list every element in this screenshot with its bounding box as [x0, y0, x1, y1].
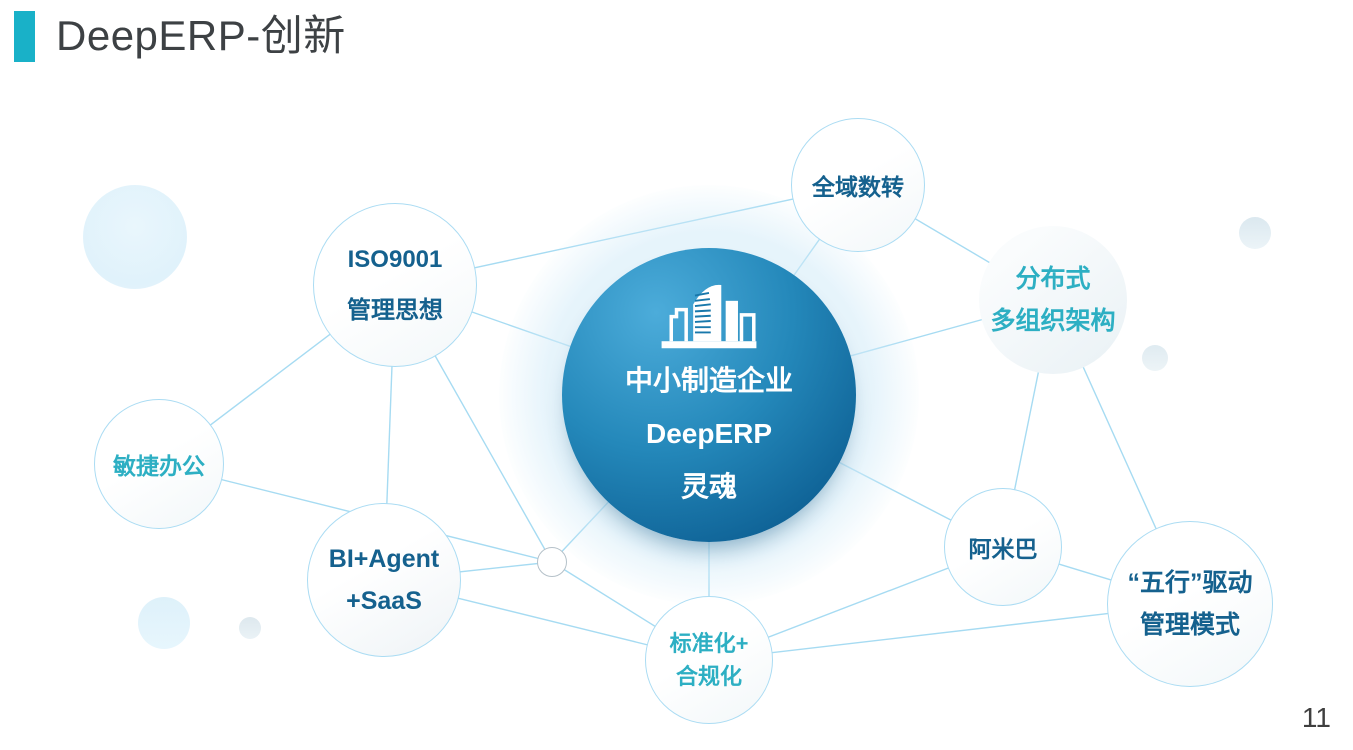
node-label: 多组织架构	[990, 307, 1116, 335]
page-title: DeepERP-创新	[56, 12, 346, 59]
center-label-line1: 中小制造企业	[624, 364, 793, 396]
decorative-circle	[1239, 217, 1271, 249]
center-label-line2: DeepERP	[645, 417, 773, 449]
node-label: 合规化	[675, 664, 742, 689]
center-label-line3: 灵魂	[680, 470, 737, 502]
node-label: “五行”驱动	[1127, 569, 1253, 597]
node-amiba: 阿米巴	[944, 488, 1062, 606]
node-center-deeperp: 中小制造企业 DeepERP 灵魂	[562, 248, 856, 542]
node-label: +SaaS	[346, 587, 422, 615]
node-label: 阿米巴	[968, 536, 1038, 562]
node-label: 全域数转	[812, 174, 904, 200]
node-biaozhunhua: 标准化+ 合规化	[645, 596, 773, 724]
node-quanyu-shuzhuan: 全域数转	[791, 118, 925, 252]
decorative-circle	[83, 185, 187, 289]
node-label: ISO9001	[347, 246, 443, 273]
title-accent-bar	[14, 11, 35, 62]
node-bi-agent-saas: BI+Agent +SaaS	[307, 503, 461, 657]
page-number: 11	[1301, 702, 1331, 733]
node-fenbushi: 分布式 多组织架构	[979, 226, 1127, 374]
node-label: 标准化+	[669, 631, 749, 656]
node-minjie-bangong: 敏捷办公	[94, 399, 224, 529]
node-label: 管理模式	[1139, 611, 1240, 639]
node-wuxing: “五行”驱动 管理模式	[1107, 521, 1273, 687]
node-label: 分布式	[1015, 265, 1091, 293]
decorative-circle	[1142, 345, 1168, 371]
buildings-icon	[661, 284, 757, 348]
node-label: 管理思想	[347, 297, 443, 324]
node-label: BI+Agent	[328, 545, 440, 573]
decorative-circle	[138, 597, 190, 649]
node-label: 敏捷办公	[113, 453, 205, 479]
node-iso9001: ISO9001 管理思想	[313, 203, 477, 367]
junction-circle	[537, 547, 567, 577]
decorative-circle	[239, 617, 261, 639]
